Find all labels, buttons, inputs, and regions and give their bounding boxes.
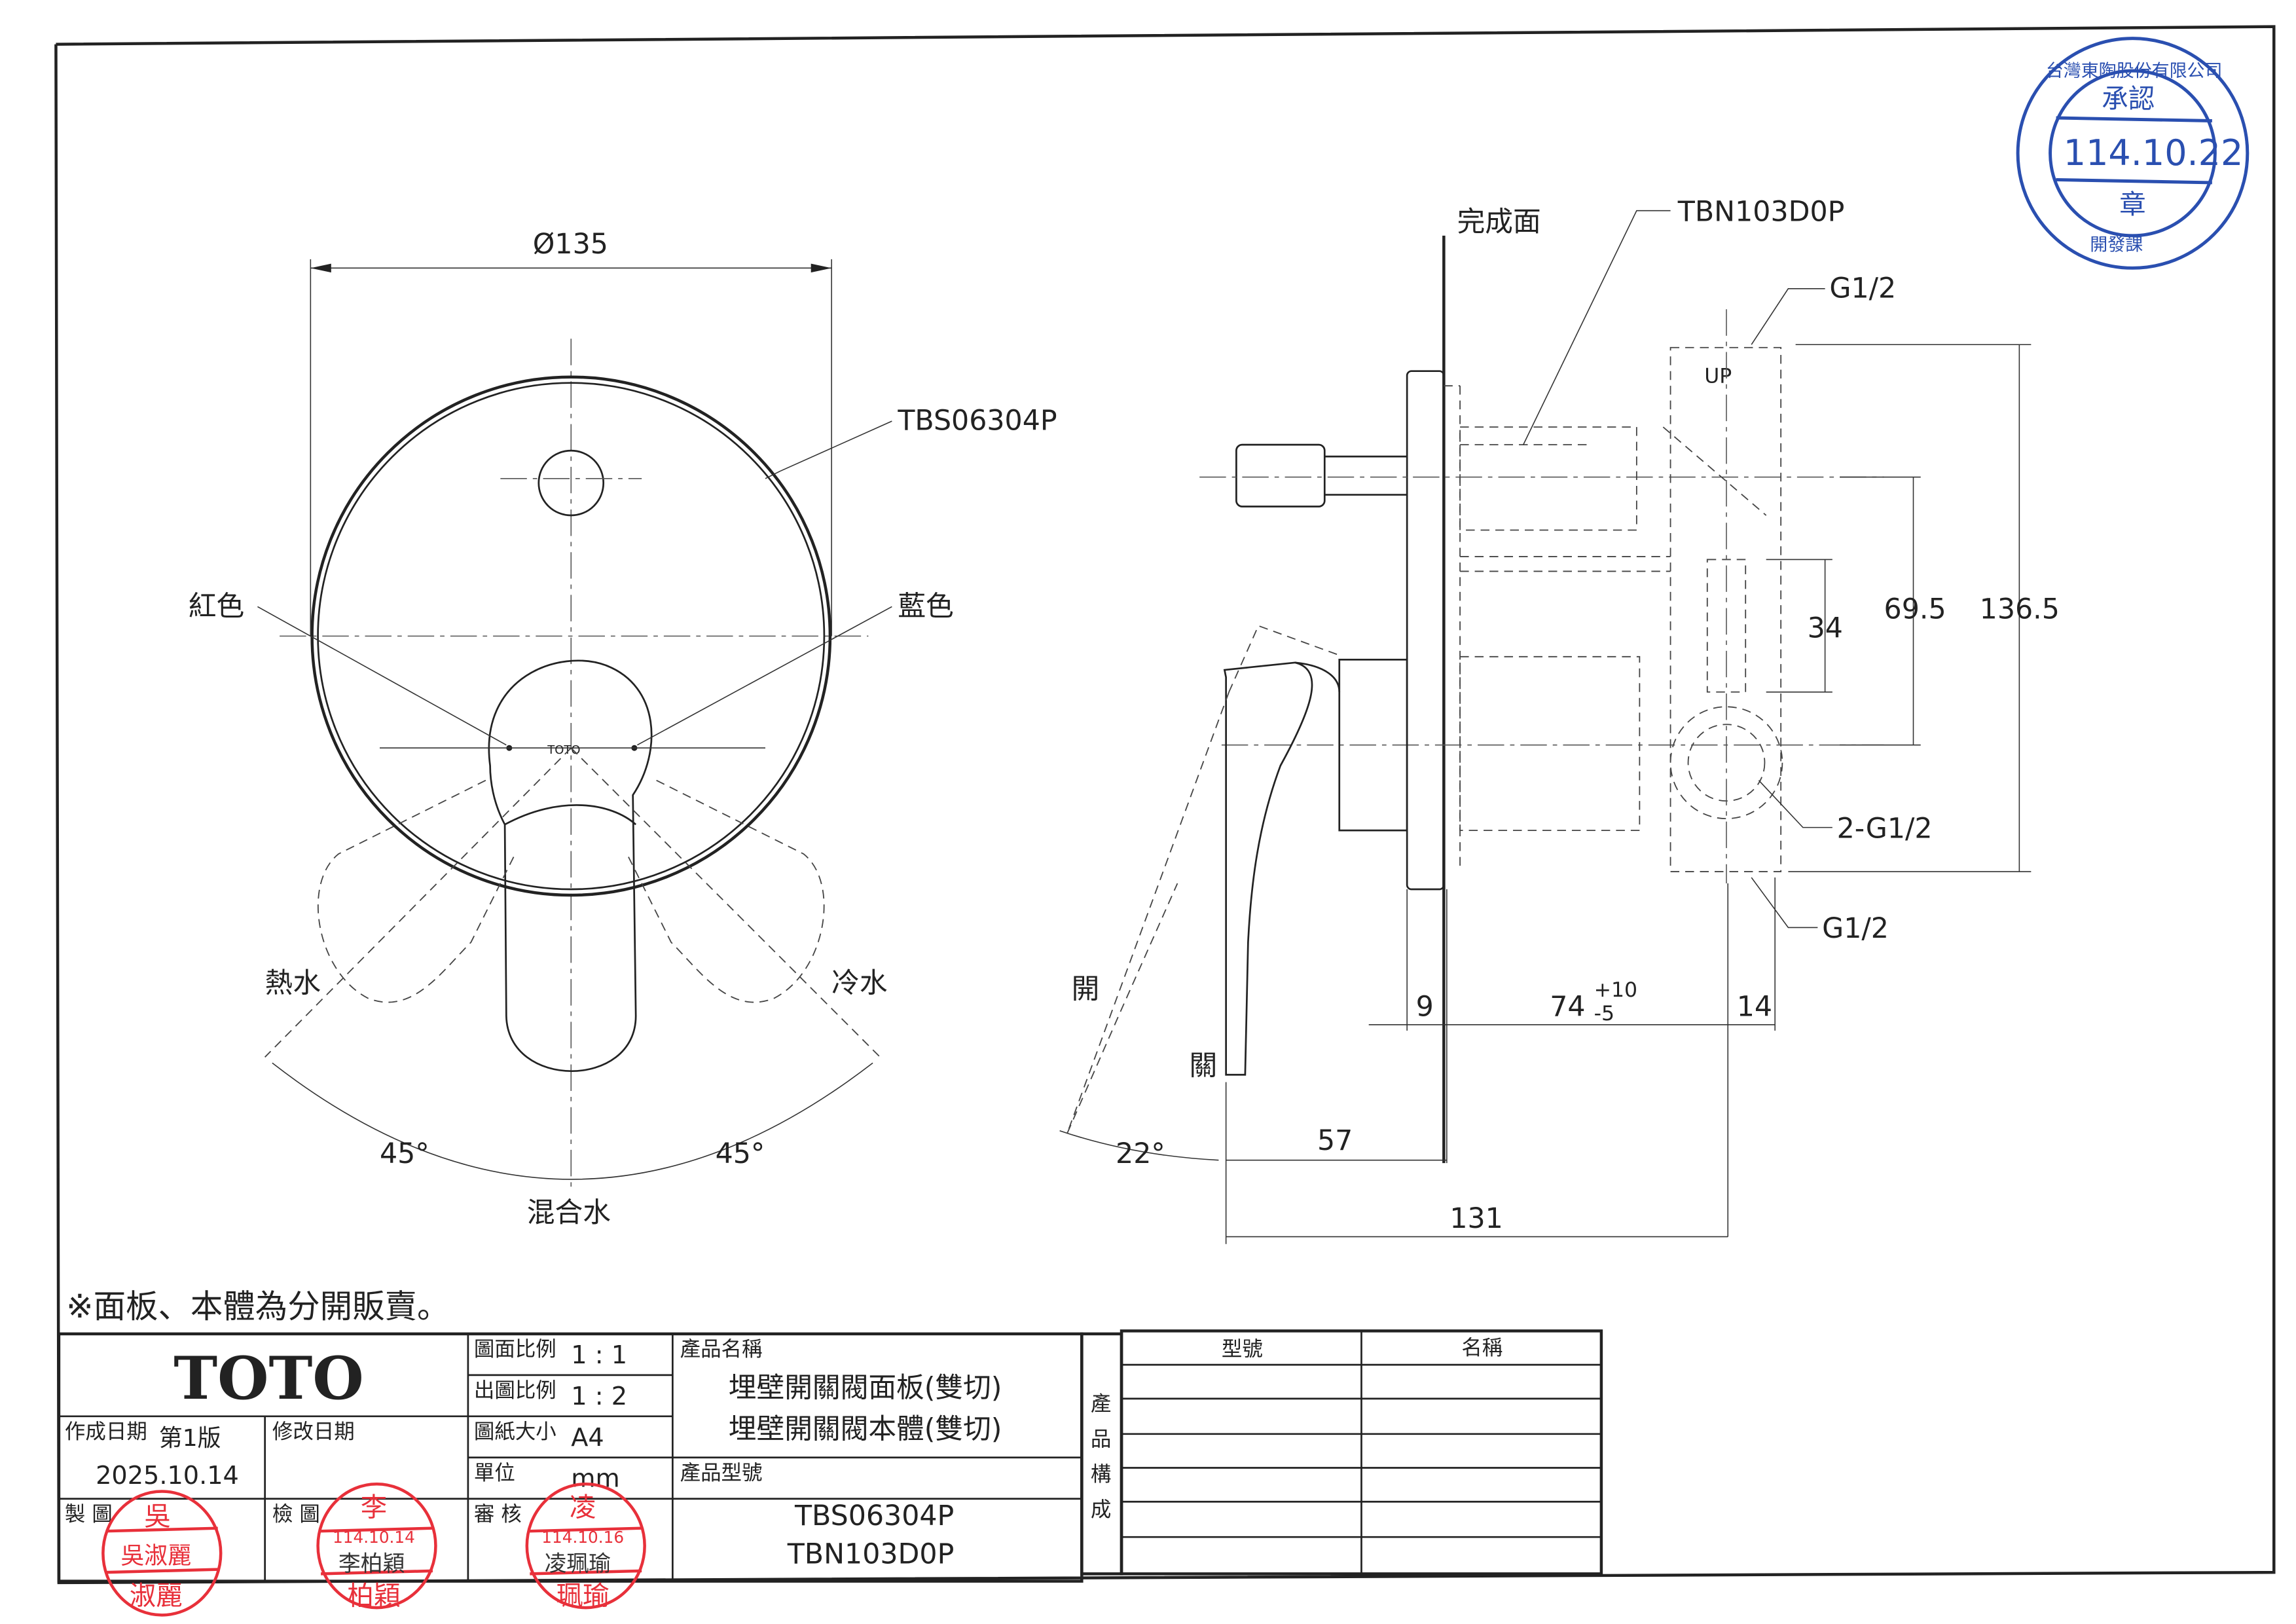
title-block: TOTO 作成日期 第1版 2025.10.14 修改日期 圖面比例 1 : 1…: [57, 1329, 1603, 1583]
svg-text:台灣東陶股份有限公司: 台灣東陶股份有限公司: [2046, 61, 2223, 81]
composition-label: 品: [1091, 1428, 1111, 1451]
svg-text:114.10.16: 114.10.16: [541, 1528, 624, 1547]
output-scale-label: 出圖比例: [474, 1379, 556, 1403]
stamp-drawn: 吳 吳淑麗 淑麗: [101, 1490, 223, 1617]
unit-label: 單位: [474, 1462, 515, 1485]
svg-text:柏穎: 柏穎: [348, 1580, 401, 1612]
composition-label: 構: [1091, 1463, 1111, 1486]
angle-22: 22°: [1116, 1137, 1165, 1170]
composition-header-model: 型號: [1222, 1338, 1263, 1361]
composition-label: 產: [1091, 1392, 1111, 1416]
dim-131: 131: [1449, 1202, 1503, 1235]
blue-label: 藍色: [898, 590, 953, 623]
drawing-scale-label: 圖面比例: [474, 1338, 556, 1361]
front-view: TOTO Ø135 TBS06304P 紅色 藍色 熱水 冷水 45° 45° …: [189, 228, 1057, 1229]
approval-seal: 台灣東陶股份有限公司 承認 114.10.22 章 開發課: [2016, 37, 2250, 270]
dim-34: 34: [1808, 612, 1843, 645]
output-scale: 1 : 2: [571, 1382, 627, 1411]
handle-logo: TOTO: [547, 743, 580, 757]
approved-label: 審 核: [474, 1502, 522, 1526]
svg-text:珮瑜: 珮瑜: [556, 1580, 610, 1612]
close-label: 關: [1189, 1049, 1217, 1082]
lever-side: [1223, 661, 1313, 1076]
dim-14: 14: [1737, 990, 1772, 1023]
dim-57: 57: [1317, 1124, 1353, 1157]
product-model-label: 產品型號: [680, 1462, 763, 1485]
lever-handle: [488, 659, 653, 1072]
diverter-hole: [538, 449, 605, 517]
svg-text:章: 章: [2119, 189, 2145, 220]
dim-9: 9: [1416, 990, 1434, 1023]
open-label: 開: [1072, 972, 1100, 1005]
dim-136-5: 136.5: [1980, 593, 2060, 625]
product-model-1: TBS06304P: [794, 1500, 954, 1532]
dim-74-tol-minus: -5: [1594, 1002, 1614, 1025]
product-name-2: 埋壁開關閥本體(雙切): [729, 1413, 1002, 1446]
dim-74-tol-plus: +10: [1594, 978, 1637, 1002]
red-label: 紅色: [189, 590, 244, 623]
svg-text:李柏穎: 李柏穎: [338, 1551, 405, 1576]
dim-diameter: Ø135: [533, 228, 608, 261]
sheet-border: [54, 25, 2276, 1585]
created-date: 2025.10.14: [96, 1462, 239, 1490]
product-model-2: TBN103D0P: [787, 1538, 955, 1571]
g-side-label: 2-G1/2: [1837, 812, 1933, 845]
body-model-label: TBN103D0P: [1677, 195, 1845, 228]
panel-outline: [310, 375, 832, 897]
g-top-label: G1/2: [1829, 272, 1896, 304]
finish-surface-label: 完成面: [1457, 206, 1541, 238]
svg-text:李: 李: [361, 1492, 387, 1523]
composition-label: 成: [1091, 1498, 1111, 1522]
cold-water-label: 冷水: [831, 967, 887, 999]
sales-note: ※面板、本體為分開販賣。: [66, 1287, 449, 1325]
product-name-1: 埋壁開關閥面板(雙切): [729, 1372, 1002, 1405]
g-bottom-label: G1/2: [1822, 912, 1889, 945]
paper-size-label: 圖紙大小: [474, 1420, 556, 1444]
created-label: 作成日期: [65, 1420, 147, 1444]
checked-label: 檢 圖: [272, 1502, 320, 1526]
angle-left: 45°: [380, 1137, 429, 1170]
panel-model-label: TBS06304P: [897, 405, 1057, 437]
stamp-approved: 凌 114.10.16 凌珮瑜 珮瑜: [525, 1482, 646, 1612]
svg-text:114.10.22: 114.10.22: [2064, 132, 2244, 174]
composition-header-name: 名稱: [1461, 1336, 1503, 1359]
svg-text:開發課: 開發課: [2090, 234, 2143, 255]
edition: 第1版: [159, 1425, 221, 1452]
hot-water-label: 熱水: [265, 967, 321, 999]
product-name-label: 產品名稱: [680, 1338, 763, 1361]
revised-label: 修改日期: [272, 1420, 355, 1444]
paper-size: A4: [571, 1424, 604, 1452]
angle-right: 45°: [716, 1137, 765, 1170]
mixed-water-label: 混合水: [527, 1196, 611, 1229]
drawing-scale: 1 : 1: [571, 1341, 627, 1370]
drawn-label: 製 圖: [65, 1502, 113, 1526]
svg-text:承認: 承認: [2102, 83, 2155, 114]
svg-text:114.10.14: 114.10.14: [333, 1528, 415, 1547]
svg-text:吳: 吳: [144, 1500, 170, 1532]
svg-text:淑麗: 淑麗: [130, 1580, 183, 1612]
brand-logo: TOTO: [173, 1344, 363, 1413]
dim-69-5: 69.5: [1884, 593, 1946, 625]
dim-74: 74: [1550, 990, 1585, 1023]
side-view: UP 完成面 TBN103D0P G1/2 2-G1/2 G1/2 136.5 …: [1059, 195, 2060, 1244]
svg-text:吳淑麗: 吳淑麗: [120, 1543, 191, 1570]
stamp-checked: 李 114.10.14 李柏穎 柏穎: [316, 1482, 437, 1612]
svg-text:凌珮瑜: 凌珮瑜: [545, 1551, 611, 1576]
up-mark: UP: [1704, 365, 1732, 388]
svg-text:凌: 凌: [570, 1492, 596, 1523]
